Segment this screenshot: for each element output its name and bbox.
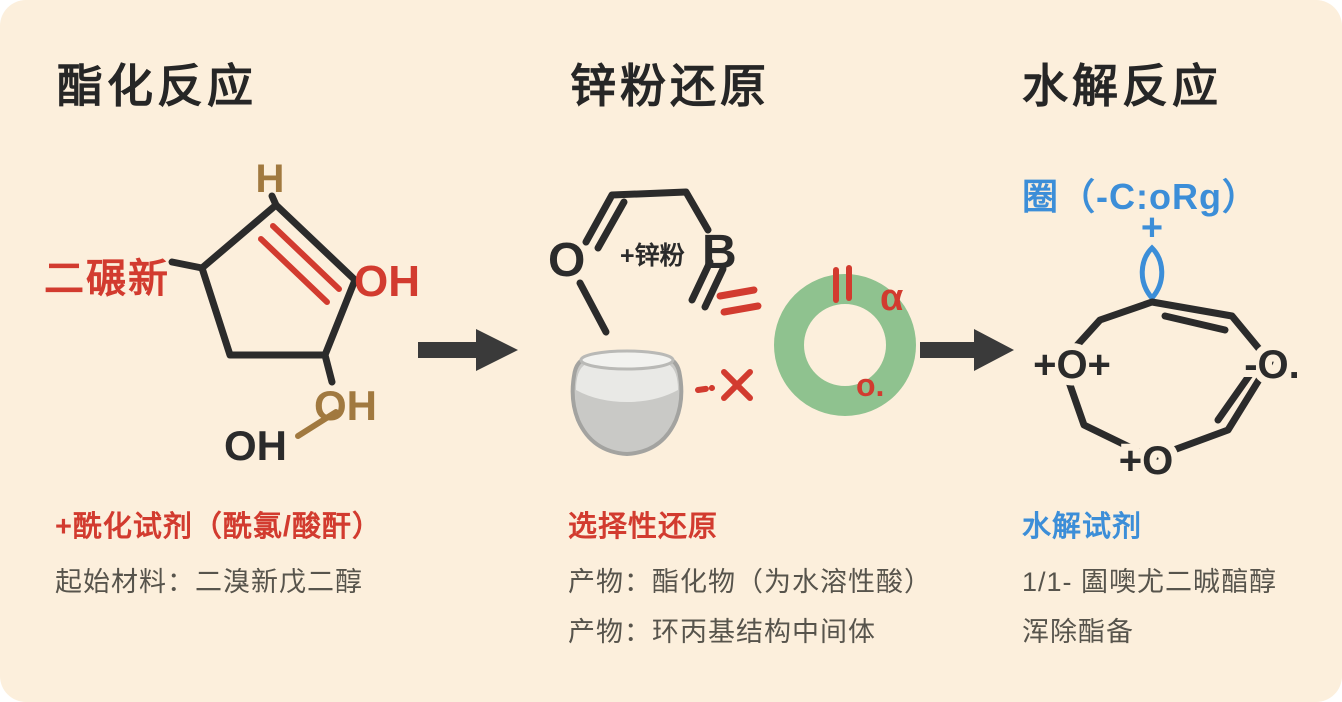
droplet-icon [1139,244,1165,302]
oxygen-bottom-label: +O [1119,439,1173,483]
green-cycle-ring [774,274,916,416]
hydrolysis-ring [1058,298,1274,462]
zinc-powder-label: +锌粉 [620,242,685,270]
h-atom-label: H [256,157,285,201]
step-note-middle: 选择性还原 [568,511,719,543]
o-atom-label: O [548,234,585,287]
partial-ring [576,188,727,336]
o-dot-label: o. [856,367,884,403]
panel-title-zinc-reduction: 锌粉还原 [570,60,770,112]
panel-title-hydrolysis: 水解反应 [1022,60,1222,112]
cycle-top-bars [833,265,852,303]
red-double-bond [258,223,342,305]
oxygen-right-label: -O. [1244,343,1300,387]
reagent-note-left: +酰化试剂（酰氯/酸酐） [55,511,382,543]
flask-icon [570,349,684,457]
hydrolysis-formula: 圈（-C:oRg） [1022,176,1259,217]
oh-label-brown: OH [314,382,377,429]
red-double-bond-mark [716,286,762,316]
reagent-note-right: 水解试剂 [1022,511,1143,543]
arrow-right-icon [920,329,1014,371]
esterification-molecule-diagram: H OH OH OH [168,157,420,469]
oxygen-left-label: +O+ [1033,343,1111,387]
reduction-scheme-diagram: O +锌粉 B α o. [548,188,916,457]
brown-oh-bond [295,409,339,439]
oh-label-red: OH [354,257,420,306]
red-x-mark [695,369,753,401]
panel-title-esterification: 酯化反应 [57,60,257,112]
alpha-label: α [880,277,903,319]
cyclopentene-ring [168,192,359,386]
arrow-right-icon [418,329,518,371]
substituent-label: 二碾新 [44,257,170,301]
product-note-right-2: 浑除酯备 [1022,617,1134,647]
material-note-left: 起始材料：二溴新戊二醇 [55,567,363,597]
product-note-1: 产物：酯化物（为水溶性酸） [568,567,932,597]
product-note-right-1: 1/1- 圔噢尤二晠醕醇 [1022,567,1278,597]
oh-label-dark: OH [224,422,287,469]
ring-oxygen-labels: +O+ -O. +O [1026,336,1307,490]
b-atom-label: B [702,226,737,279]
hydrolysis-molecule-diagram: + +O+ -O. +O [1026,207,1307,490]
plus-blue-label: + [1141,207,1163,249]
product-note-2: 产物：环丙基结构中间体 [568,617,876,647]
